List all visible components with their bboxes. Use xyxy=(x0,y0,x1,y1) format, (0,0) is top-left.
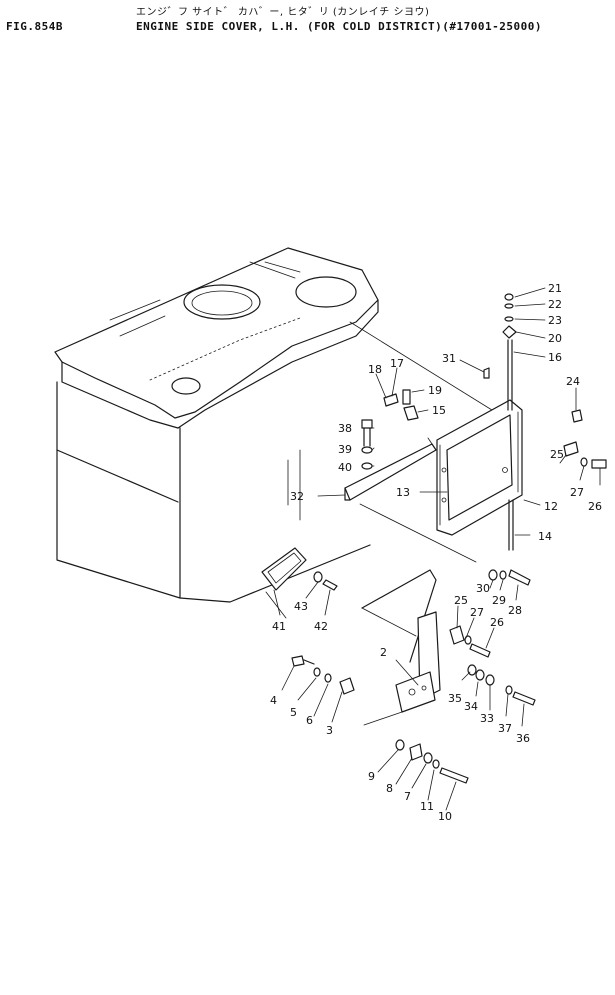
side-cover-frame xyxy=(436,399,523,536)
rod-16 xyxy=(507,339,513,411)
part-label: 42 xyxy=(314,620,328,633)
part-label: 15 xyxy=(432,404,446,417)
part-label: 8 xyxy=(386,782,393,795)
washer-27-lower xyxy=(464,635,472,645)
part-label: 9 xyxy=(368,770,375,783)
part-label: 7 xyxy=(404,790,411,803)
support-bar xyxy=(344,437,437,501)
lower-bracket xyxy=(361,569,441,726)
part-label: 43 xyxy=(294,600,308,613)
part-label: 4 xyxy=(270,694,277,707)
part-label: 41 xyxy=(272,620,286,633)
rod-14 xyxy=(508,499,514,551)
plate-25-lower xyxy=(449,625,465,645)
part-label: 13 xyxy=(396,486,410,499)
part-label: 27 xyxy=(470,606,484,619)
part-label: 32 xyxy=(290,490,304,503)
part-label: 36 xyxy=(516,732,530,745)
fastener-stack-4 xyxy=(291,655,355,695)
fastener-stack-10 xyxy=(395,739,469,784)
part-label: 19 xyxy=(428,384,442,397)
part-label: 39 xyxy=(338,443,352,456)
part-label: 22 xyxy=(548,298,562,311)
part-label: 16 xyxy=(548,351,562,364)
bolt-26-lower xyxy=(469,643,491,658)
title-japanese: エンジ゛フ サイト゛ カハ゛ー, ヒタ゛リ (カンレイチ シヨウ) xyxy=(136,7,430,18)
fastener-stack-36 xyxy=(467,664,536,706)
part-label: 33 xyxy=(480,712,494,725)
part-label: 2 xyxy=(380,646,387,659)
part-label: 29 xyxy=(492,594,506,607)
part-label: 25 xyxy=(454,594,468,607)
part-label: 25 xyxy=(550,448,564,461)
part-label: 26 xyxy=(588,500,602,513)
part-label: 38 xyxy=(338,422,352,435)
part-label: 14 xyxy=(538,530,552,543)
part-label: 28 xyxy=(508,604,522,617)
part-label: 31 xyxy=(442,352,456,365)
part-label: 27 xyxy=(570,486,584,499)
part-label: 18 xyxy=(368,363,382,376)
diagram-title: ENGINE SIDE COVER, L.H. (FOR COLD DISTRI… xyxy=(136,20,542,33)
cover-plate-41 xyxy=(261,547,338,591)
part-label: 6 xyxy=(306,714,313,727)
part-label: 12 xyxy=(544,500,558,513)
part-label: 20 xyxy=(548,332,562,345)
part-label: 5 xyxy=(290,706,297,719)
part-label: 37 xyxy=(498,722,512,735)
part-label: 26 xyxy=(490,616,504,629)
fastener-stack-28 xyxy=(488,569,531,586)
engine-hood xyxy=(54,247,379,429)
leader-lines xyxy=(265,287,601,811)
part-label: 35 xyxy=(448,692,462,705)
part-labels: 21 22 23 20 16 31 17 18 19 15 24 38 39 4… xyxy=(270,282,602,823)
engine-side-body xyxy=(56,381,371,603)
part-label: 10 xyxy=(438,810,452,823)
part-label: 21 xyxy=(548,282,562,295)
bolt-stack-38 xyxy=(361,419,373,470)
part-label: 24 xyxy=(566,375,580,388)
part-label: 11 xyxy=(420,800,434,813)
part-label: 3 xyxy=(326,724,333,737)
part-label: 23 xyxy=(548,314,562,327)
part-label: 30 xyxy=(476,582,490,595)
part-label: 40 xyxy=(338,461,352,474)
figure-number: FIG.854B xyxy=(6,20,63,33)
part-label: 34 xyxy=(464,700,478,713)
part-label: 17 xyxy=(390,357,404,370)
